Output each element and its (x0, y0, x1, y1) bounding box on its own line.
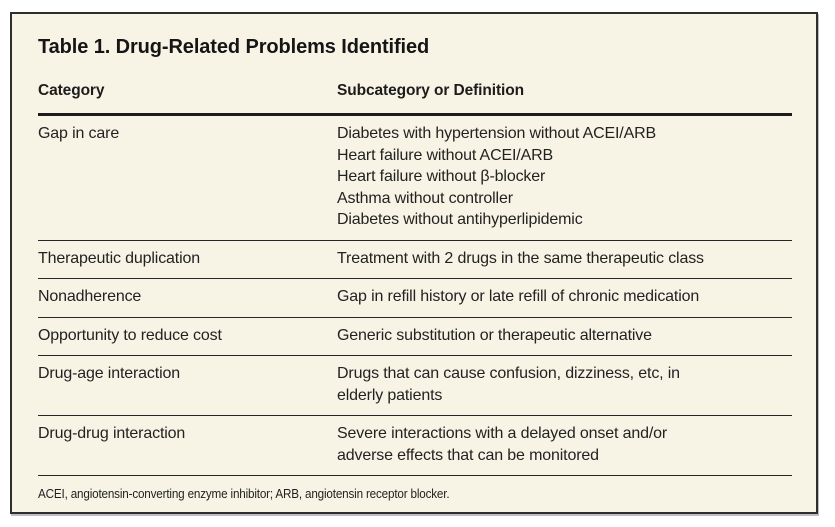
table-row-reduce-cost: Opportunity to reduce cost Generic subst… (38, 317, 792, 356)
definition-cell: Treatment with 2 drugs in the same thera… (337, 240, 792, 279)
table-row-nonadherence: Nonadherence Gap in refill history or la… (38, 278, 792, 318)
definition-cell: Gap in refill history or late refill of … (337, 278, 792, 318)
drug-problems-table: Category Subcategory or Definition Gap i… (38, 82, 792, 476)
definition-line: Diabetes with hypertension without ACEI/… (337, 125, 657, 142)
definition-line: Heart failure without ACEI/ARB (337, 146, 554, 164)
definition-cell: Diabetes with hypertension without ACEI/… (337, 114, 792, 241)
definition-line: Drugs that can cause confusion, dizzines… (337, 365, 680, 382)
definition-line: Treatment with 2 drugs in the same thera… (337, 249, 704, 267)
definition-cell: Drugs that can cause confusion, dizzines… (337, 355, 792, 416)
definition-line: Generic substitution or therapeutic alte… (337, 326, 652, 344)
column-header-subcategory: Subcategory or Definition (337, 82, 792, 116)
definition-line: adverse effects that can be monitored (337, 446, 599, 464)
table-row-therapeutic-duplication: Therapeutic duplication Treatment with 2… (38, 240, 792, 279)
definition-line: Diabetes without antihyperlipidemic (337, 211, 583, 228)
definition-line: Asthma without controller (337, 189, 513, 207)
table-row-drug-age-interaction: Drug-age interaction Drugs that can caus… (38, 355, 792, 416)
definition-line: elderly patients (337, 386, 443, 404)
table-title: Table 1. Drug-Related Problems Identifie… (38, 36, 430, 58)
category-cell: Gap in care (38, 114, 337, 241)
category-cell: Opportunity to reduce cost (38, 317, 337, 356)
header-row: Category Subcategory or Definition (38, 82, 792, 116)
category-cell: Drug-age interaction (38, 355, 337, 416)
category-cell: Therapeutic duplication (38, 240, 337, 279)
definition-cell: Generic substitution or therapeutic alte… (337, 317, 792, 356)
category-cell: Nonadherence (38, 278, 337, 318)
definition-line: Severe interactions with a delayed onset… (337, 425, 668, 442)
category-cell: Drug-drug interaction (38, 415, 337, 476)
table-row-drug-drug-interaction: Drug-drug interaction Severe interaction… (38, 415, 792, 476)
table-footnote: ACEI, angiotensin-converting enzyme inhi… (38, 486, 450, 501)
definition-cell: Severe interactions with a delayed onset… (337, 415, 792, 476)
table-row-gap-in-care: Gap in care Diabetes with hypertension w… (38, 114, 792, 241)
definition-line: Heart failure without β-blocker (337, 168, 546, 185)
column-header-category: Category (38, 82, 337, 116)
table-card: Table 1. Drug-Related Problems Identifie… (10, 12, 818, 514)
definition-line: Gap in refill history or late refill of … (337, 288, 700, 305)
